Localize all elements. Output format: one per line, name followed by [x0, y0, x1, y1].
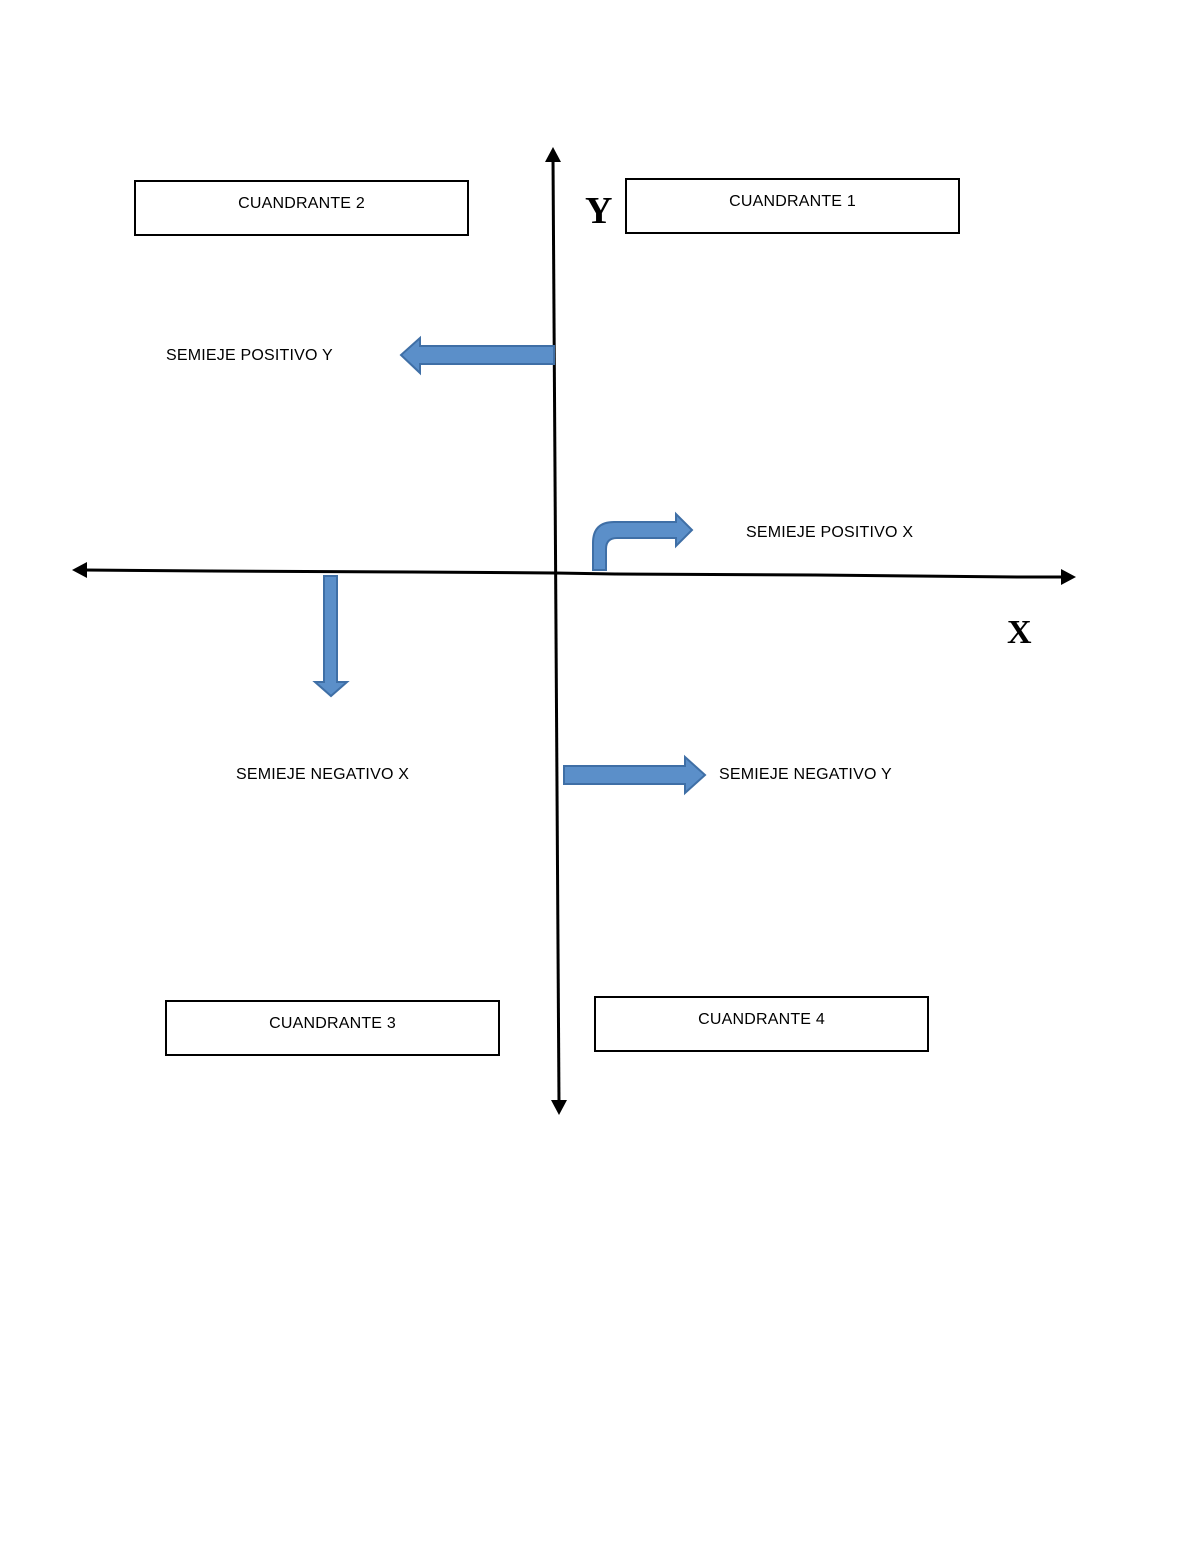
- quadrant-4-box: CUANDRANTE 4: [594, 996, 929, 1052]
- x-axis-arrowhead-left: [72, 562, 87, 578]
- y-axis-letter: Y: [585, 190, 613, 232]
- quadrant-4-label: CUANDRANTE 4: [698, 1011, 825, 1028]
- x-axis-arrowhead-right: [1061, 569, 1076, 585]
- x-axis-line: [83, 568, 1064, 579]
- semieje-negativo-x-label: SEMIEJE NEGATIVO X: [236, 766, 410, 783]
- y-axis-arrowhead-down: [551, 1100, 567, 1115]
- arrow-left-icon: [399, 335, 555, 376]
- x-axis: [72, 562, 1076, 585]
- arrow-down-icon: [312, 575, 350, 698]
- quadrant-1-label: CUANDRANTE 1: [729, 193, 856, 210]
- quadrant-1-box: CUANDRANTE 1: [625, 178, 960, 234]
- semieje-positivo-y-label: SEMIEJE POSITIVO Y: [166, 347, 333, 364]
- quadrant-2-label: CUANDRANTE 2: [238, 195, 365, 212]
- y-axis: [545, 147, 567, 1115]
- y-axis-line: [551, 157, 561, 1105]
- y-axis-arrowhead-up: [545, 147, 561, 162]
- quadrant-3-label: CUANDRANTE 3: [269, 1015, 396, 1032]
- quadrant-2-box: CUANDRANTE 2: [134, 180, 469, 236]
- x-axis-letter: X: [1007, 614, 1032, 651]
- semieje-positivo-x-label: SEMIEJE POSITIVO X: [746, 524, 914, 541]
- bent-arrow-right-icon: [592, 511, 694, 571]
- arrow-right-icon: [563, 754, 707, 796]
- quadrant-3-box: CUANDRANTE 3: [165, 1000, 500, 1056]
- semieje-negativo-y-label: SEMIEJE NEGATIVO Y: [719, 766, 892, 783]
